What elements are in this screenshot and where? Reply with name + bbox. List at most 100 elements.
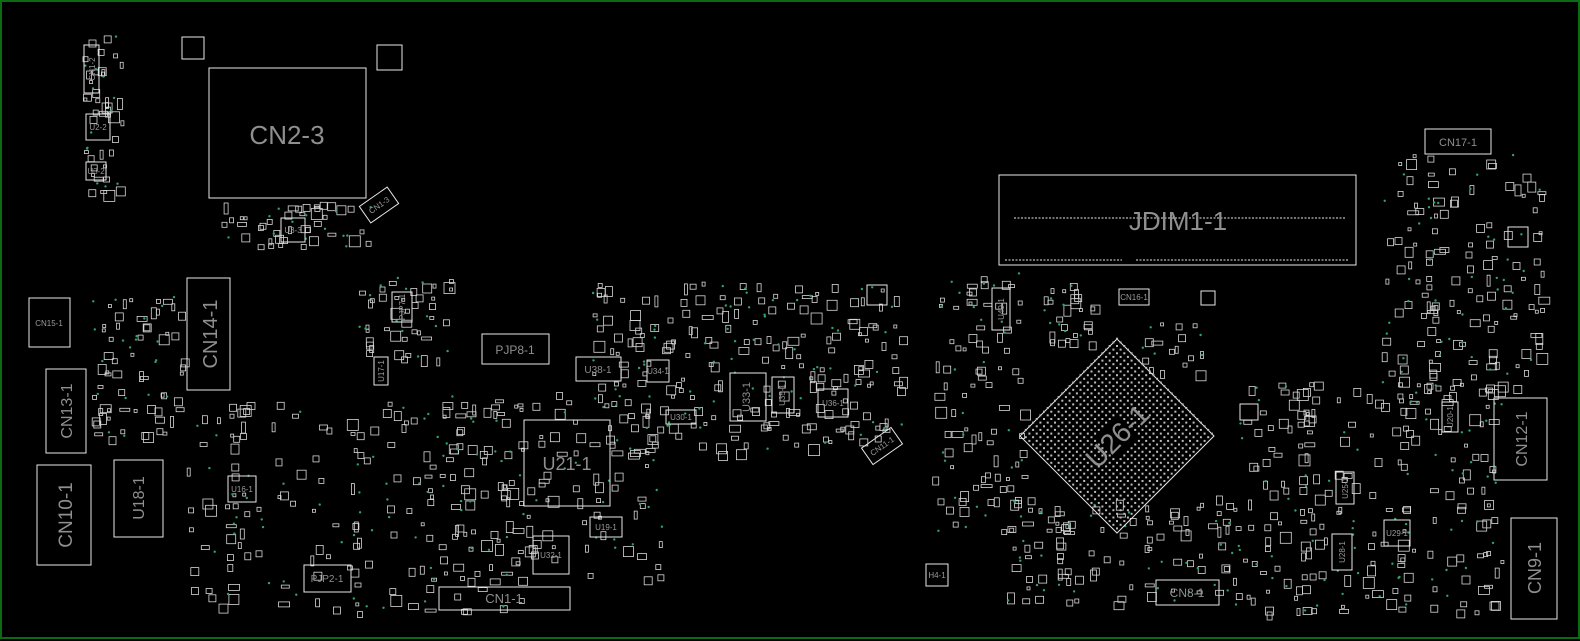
component-cn10-1[interactable]: CN10-1 bbox=[36, 464, 92, 566]
bga-ball bbox=[1105, 487, 1108, 490]
bga-ball bbox=[1189, 432, 1191, 435]
pad bbox=[893, 296, 900, 307]
component-u17-1[interactable]: U17-1 bbox=[373, 356, 389, 386]
component-pjp7-1[interactable]: PJP7-1 bbox=[391, 291, 413, 323]
bga-ball bbox=[1046, 407, 1049, 409]
pad bbox=[849, 318, 861, 330]
component-u20-1[interactable]: U20-1 bbox=[1441, 401, 1459, 433]
pad bbox=[743, 442, 749, 450]
pad bbox=[1008, 284, 1015, 289]
bga-ball bbox=[1141, 494, 1144, 497]
component-u30-1[interactable]: U30-1 bbox=[665, 409, 697, 425]
bga-ball bbox=[1152, 476, 1155, 479]
via bbox=[982, 360, 985, 364]
pad bbox=[1313, 381, 1324, 391]
component-u19-1[interactable]: U19-1 bbox=[589, 516, 623, 538]
component-u40-1[interactable]: U40-1 bbox=[991, 287, 1011, 331]
bga-ball bbox=[1137, 381, 1140, 384]
bga-ball bbox=[1145, 366, 1148, 369]
bga-ball bbox=[1181, 454, 1184, 457]
via bbox=[1491, 541, 1495, 545]
pad bbox=[451, 504, 461, 510]
bga-ball bbox=[1064, 447, 1067, 450]
bga-ball bbox=[1079, 461, 1082, 464]
via bbox=[631, 543, 634, 546]
bga-ball bbox=[1167, 425, 1170, 428]
bga-ball bbox=[1079, 469, 1082, 472]
component-cn12-1[interactable]: CN12-1 bbox=[1493, 397, 1548, 481]
via bbox=[655, 488, 658, 492]
bga-ball bbox=[1068, 443, 1071, 446]
bga-ball bbox=[1068, 385, 1071, 388]
component-u34-1[interactable]: U34-1 bbox=[646, 359, 670, 383]
pad bbox=[630, 450, 641, 458]
component-u33-1[interactable]: U33-1 bbox=[729, 372, 767, 422]
bga-ball bbox=[1159, 439, 1162, 442]
bga-ball bbox=[1126, 363, 1129, 366]
pad bbox=[611, 401, 618, 408]
bga-ball bbox=[1079, 396, 1082, 399]
component-u32-1[interactable]: U32-1 bbox=[532, 535, 570, 575]
pad bbox=[1427, 155, 1435, 163]
pad bbox=[739, 283, 747, 291]
component-u35-1[interactable]: U35-1 bbox=[771, 376, 795, 414]
pad bbox=[311, 508, 316, 513]
pad bbox=[319, 424, 328, 431]
pad bbox=[587, 573, 594, 579]
bga-ball bbox=[1112, 348, 1115, 351]
component-u36-1[interactable]: U36-1 bbox=[817, 388, 849, 418]
pad bbox=[999, 486, 1007, 494]
pad bbox=[483, 407, 492, 418]
bga-ball bbox=[1061, 443, 1064, 446]
component-cn8-1[interactable]: CN8-1 bbox=[1155, 579, 1220, 606]
component-cn16-1[interactable]: CN16-1 bbox=[1118, 288, 1150, 306]
component-pjp2-1[interactable]: PJP2-1 bbox=[303, 564, 352, 593]
bga-ball bbox=[1178, 450, 1180, 453]
pad bbox=[676, 382, 682, 389]
component-u2-2[interactable]: U2-2 bbox=[85, 113, 111, 141]
component-jdim1-1[interactable]: JDIM1-1 bbox=[998, 174, 1357, 266]
bga-ball bbox=[1116, 396, 1118, 399]
component-cn1-3[interactable]: CN1-3 bbox=[358, 186, 400, 224]
pad bbox=[1515, 364, 1520, 369]
component-cn17-1[interactable]: CN17-1 bbox=[1424, 128, 1492, 155]
via bbox=[616, 439, 619, 442]
bga-ball bbox=[1148, 480, 1151, 482]
component-u38-1[interactable]: U38-1 bbox=[575, 356, 622, 382]
component-h4-1[interactable]: H4-1 bbox=[925, 563, 949, 587]
component-cn13-1[interactable]: CN13-1 bbox=[45, 368, 87, 454]
via bbox=[277, 207, 280, 210]
bga-ball bbox=[1185, 414, 1188, 417]
pad bbox=[257, 225, 264, 231]
pad bbox=[977, 366, 986, 376]
component-u18-1[interactable]: U18-1 bbox=[113, 459, 164, 538]
component-cn1-2[interactable]: CN1-2 bbox=[83, 44, 100, 94]
via bbox=[1079, 334, 1083, 337]
component-u29-1[interactable]: U29-1 bbox=[1383, 519, 1411, 547]
component-u21-1[interactable]: U21-1 bbox=[523, 419, 611, 507]
component-u3-3[interactable]: U3-3 bbox=[280, 217, 306, 243]
bga-ball bbox=[1178, 407, 1180, 409]
pad bbox=[899, 336, 908, 346]
label-u25-1: U25-1 bbox=[1341, 477, 1350, 499]
bga-ball bbox=[1130, 469, 1133, 472]
bga-ball bbox=[1024, 428, 1027, 431]
bga-ball bbox=[1137, 483, 1140, 486]
pad bbox=[227, 564, 234, 572]
component-u25-1[interactable]: U25-1 bbox=[1335, 471, 1355, 505]
component-cn1-1[interactable]: CN1-1 bbox=[438, 586, 571, 611]
component-u28-1[interactable]: U28-1 bbox=[1331, 533, 1353, 571]
component-u3-2[interactable]: U3-2 bbox=[85, 161, 107, 181]
pad bbox=[1411, 435, 1421, 446]
bga-ball bbox=[1090, 428, 1093, 431]
pad bbox=[976, 340, 983, 348]
component-u16-1[interactable]: U16-1 bbox=[227, 475, 257, 503]
bga-ball bbox=[1046, 436, 1049, 439]
component-cn14-1[interactable]: CN14-1 bbox=[186, 277, 231, 391]
component-pjp8-1[interactable]: PJP8-1 bbox=[481, 333, 550, 365]
pad bbox=[389, 588, 397, 595]
component-cn9-1[interactable]: CN9-1 bbox=[1510, 517, 1558, 620]
pad bbox=[810, 371, 816, 384]
component-cn2-3[interactable]: CN2-3 bbox=[208, 67, 367, 199]
component-cn15-1[interactable]: CN15-1 bbox=[28, 297, 71, 348]
